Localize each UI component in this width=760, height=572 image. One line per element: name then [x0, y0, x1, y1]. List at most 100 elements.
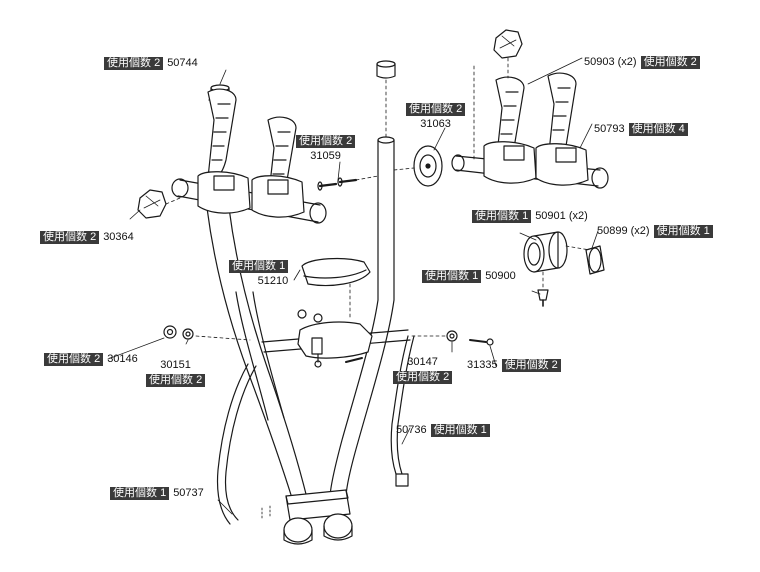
frame-right-leg: [329, 136, 395, 499]
knob-30364: [137, 189, 181, 219]
label-50899: 50899 (x2) 使用個数 1: [597, 225, 713, 238]
qty-value: 1: [279, 260, 286, 272]
frame-lower-bend: [235, 291, 285, 421]
label-30146: 使用個数 2 30146: [44, 353, 138, 366]
bolt-31059: [317, 175, 379, 191]
screw-50900: [537, 271, 549, 307]
label-31063: 使用個数 2 31063: [406, 103, 466, 131]
qty-prefix: 使用個数: [107, 57, 151, 69]
qty-prefix: 使用個数: [113, 487, 157, 499]
nut-washer-center: [297, 309, 363, 363]
qty-value: 1: [160, 487, 167, 499]
qty-prefix: 使用個数: [409, 103, 453, 115]
washer-30147: [411, 330, 458, 342]
qty-badge: 使用個数 2: [393, 371, 453, 384]
label-50793: 50793 使用個数 4: [594, 123, 688, 136]
part-number: 50901 (x2): [535, 210, 588, 222]
part-number: 30364: [103, 231, 134, 243]
label-31335: 31335 使用個数 2: [467, 359, 561, 372]
qty-value: 1: [703, 225, 710, 237]
qty-prefix: 使用個数: [631, 123, 676, 135]
part-number: 31059: [310, 150, 341, 162]
qty-badge: 使用個数 1: [653, 225, 713, 238]
qty-badge: 使用個数 2: [104, 57, 164, 70]
qty-prefix: 使用個数: [425, 270, 469, 282]
leader-lines: [107, 57, 599, 515]
qty-badge: 使用個数 1: [422, 270, 482, 283]
knob-top-right: [473, 29, 523, 161]
pad-51210: [301, 257, 371, 321]
label-50737: 使用個数 1 50737: [110, 487, 204, 500]
left-cradle-assembly: [171, 88, 327, 224]
part-number: 50744: [167, 57, 198, 69]
part-number: 50736: [396, 424, 427, 436]
washer-30151: [182, 328, 251, 341]
nut-30146: [163, 325, 177, 339]
foot-bracket: [261, 489, 353, 545]
qty-badge: 使用個数 1: [110, 487, 170, 500]
part-number: 30146: [107, 353, 138, 365]
qty-value: 2: [443, 371, 450, 383]
qty-badge: 使用個数 2: [44, 353, 104, 366]
qty-prefix: 使用個数: [656, 225, 701, 237]
part-number: 50793: [594, 123, 625, 135]
part-number: 51210: [257, 275, 289, 287]
qty-prefix: 使用個数: [299, 135, 343, 147]
insert-50899: [585, 245, 605, 275]
right-cradle-assembly: [451, 72, 609, 189]
label-50903: 50903 (x2) 使用個数 2: [584, 56, 700, 69]
cross-bar: [261, 321, 411, 368]
part-number: 50899 (x2): [597, 225, 650, 237]
qty-badge: 使用個数 2: [406, 103, 466, 116]
qty-prefix: 使用個数: [47, 353, 91, 365]
qty-value: 2: [154, 57, 161, 69]
qty-value: 2: [196, 374, 203, 386]
part-number: 31063: [420, 118, 451, 130]
label-30151: 30151 使用個数 2: [146, 359, 206, 387]
qty-prefix: 使用個数: [43, 231, 87, 243]
spacer-31063: [393, 145, 443, 187]
qty-badge: 使用個数 1: [430, 424, 490, 437]
part-number: 50900: [485, 270, 516, 282]
collar-50901: [523, 231, 591, 273]
part-number: 50737: [173, 487, 204, 499]
qty-value: 1: [472, 270, 479, 282]
qty-value: 2: [551, 359, 558, 371]
qty-badge: 使用個数 4: [628, 123, 688, 136]
qty-value: 2: [690, 56, 697, 68]
qty-prefix: 使用個数: [149, 374, 193, 386]
label-50736: 50736 使用個数 1: [396, 424, 490, 437]
qty-badge: 使用個数 2: [40, 231, 100, 244]
label-50901: 使用個数 1 50901 (x2): [472, 210, 588, 223]
qty-value: 2: [94, 353, 101, 365]
strap-50737: [216, 363, 257, 525]
qty-prefix: 使用個数: [433, 424, 478, 436]
label-30364: 使用個数 2 30364: [40, 231, 134, 244]
qty-badge: 使用個数 2: [501, 359, 561, 372]
part-number: 31335: [467, 359, 498, 371]
label-31059: 使用個数 2 31059: [296, 135, 356, 163]
bolt-31335: [469, 338, 494, 346]
strap-50736: [390, 335, 415, 487]
frame-left-leg: [206, 207, 308, 499]
qty-prefix: 使用個数: [232, 260, 276, 272]
qty-value: 2: [456, 103, 463, 115]
part-number: 30151: [160, 359, 191, 371]
label-50900: 使用個数 1 50900: [422, 270, 516, 283]
qty-prefix: 使用個数: [475, 210, 519, 222]
label-50744: 使用個数 2 50744: [104, 57, 198, 70]
qty-prefix: 使用個数: [643, 56, 688, 68]
part-number: 30147: [407, 356, 438, 368]
label-30147: 30147 使用個数 2: [393, 356, 453, 384]
qty-value: 2: [346, 135, 353, 147]
qty-value: 4: [678, 123, 685, 135]
end-cap-right: [376, 60, 396, 139]
qty-prefix: 使用個数: [504, 359, 549, 371]
qty-badge: 使用個数 2: [146, 374, 206, 387]
qty-value: 2: [90, 231, 97, 243]
qty-prefix: 使用個数: [396, 371, 440, 383]
qty-value: 1: [480, 424, 487, 436]
qty-value: 1: [522, 210, 529, 222]
